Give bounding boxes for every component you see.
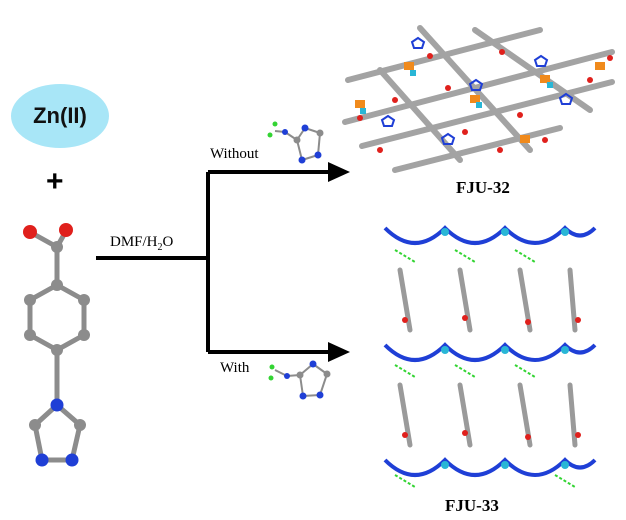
arrow-head-top-icon — [328, 162, 350, 182]
zinc-ion-label: Zn(II) — [33, 103, 87, 128]
zinc-ion-oval: Zn(II) — [11, 84, 109, 148]
plus-sign: + — [46, 165, 64, 198]
product-fju33-label: FJU-33 — [445, 496, 499, 515]
solvent-label: DMF/H2O — [110, 234, 173, 253]
solvent-tail: O — [162, 234, 174, 250]
solvent-main: DMF/H — [110, 234, 158, 250]
condition-without: Without — [210, 146, 259, 162]
solvent-subscript: 2 — [157, 242, 163, 253]
product-fju32-label: FJU-32 — [456, 178, 510, 197]
arrow-head-bottom-icon — [328, 342, 350, 362]
condition-with: With — [220, 360, 250, 376]
